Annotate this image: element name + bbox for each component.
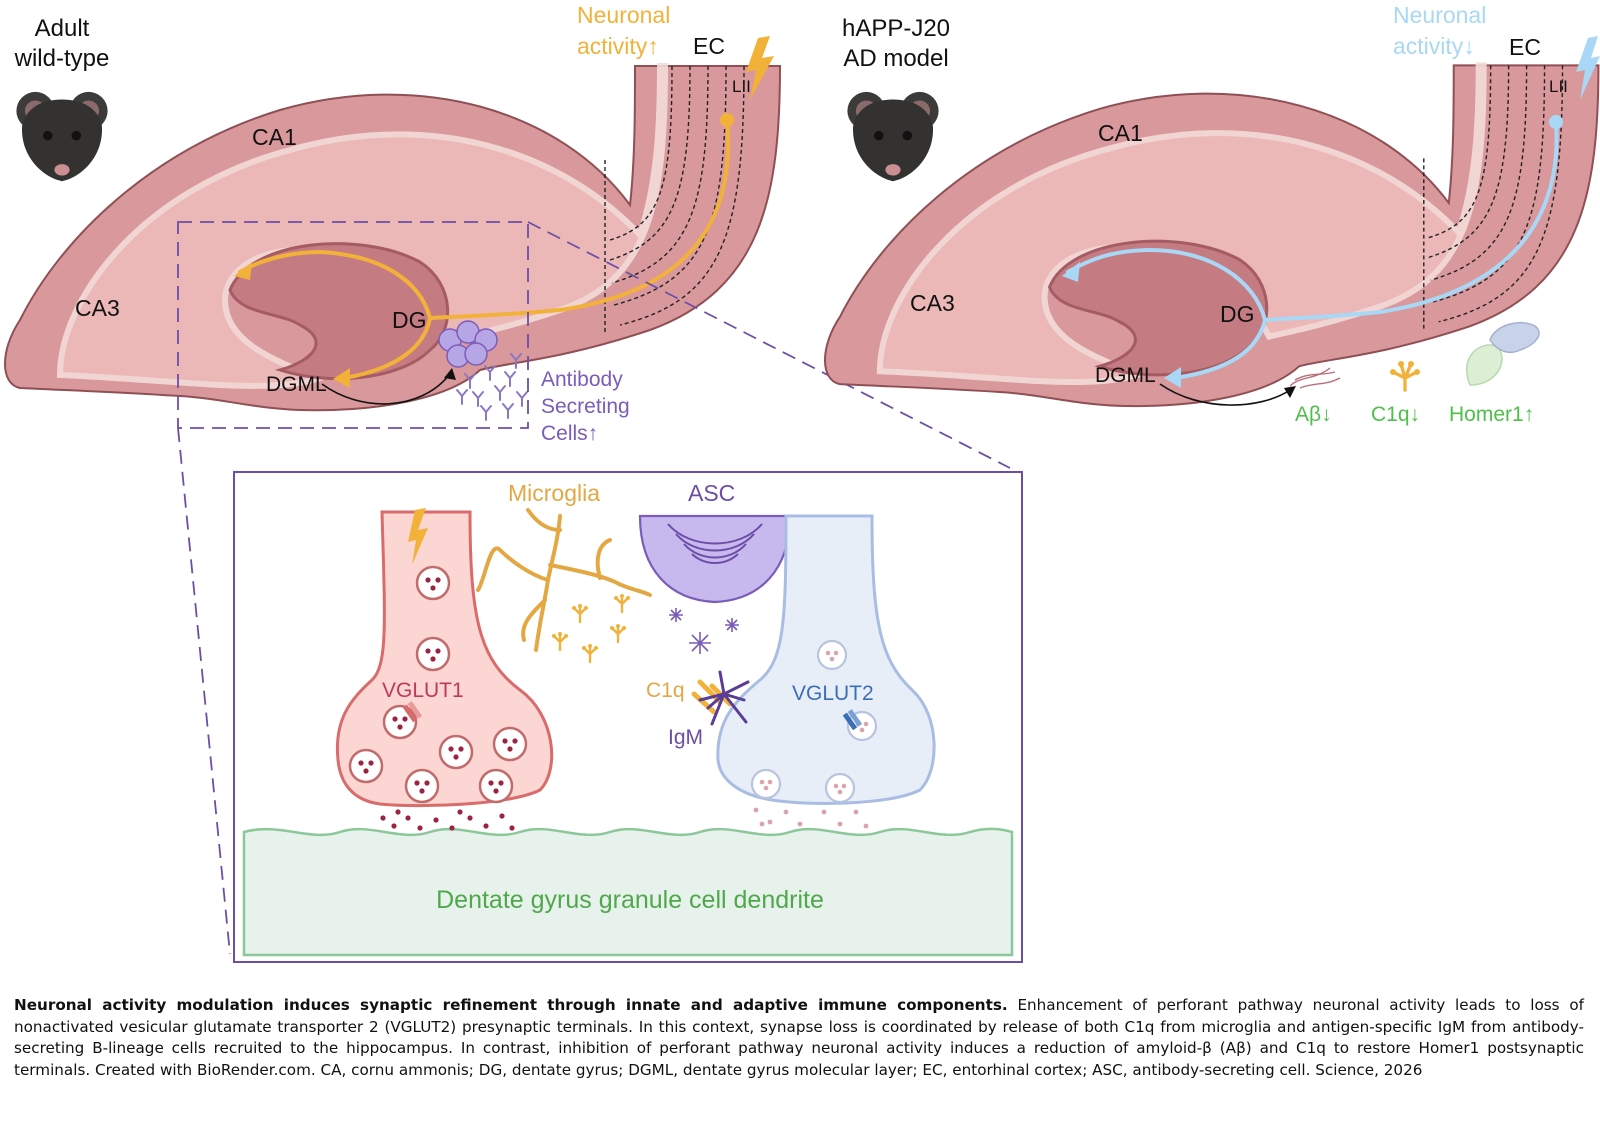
dendrite-shape: [242, 827, 1014, 957]
vglut1-label: VGLUT1: [382, 679, 464, 702]
left-arrowhead-dgml: [333, 368, 350, 388]
c1q-igm-complex-icon: [691, 670, 750, 726]
left-lii-neuron: [720, 113, 734, 127]
caption-body: Enhancement of perforant pathway neurona…: [14, 996, 1584, 1079]
left-ec-label: EC: [693, 33, 725, 59]
right-lii-neuron: [1549, 115, 1563, 129]
right-lightning-icon: [1576, 36, 1600, 100]
inset-lightning-icon: [408, 508, 428, 565]
figure-caption: Neuronal activity modulation induces syn…: [14, 995, 1584, 1081]
left-dgml-arrow: [321, 373, 451, 405]
left-asc-cluster: [438, 320, 498, 368]
left-lightning-icon: [746, 36, 774, 100]
right-arrowhead-dgml: [1164, 367, 1181, 388]
left-perforant-path: [238, 118, 730, 380]
left-ca3-label: CA3: [75, 295, 120, 321]
right-ec-label: EC: [1509, 34, 1541, 60]
left-dgml-arrowhead: [444, 368, 456, 380]
asc-inset-label: ASC: [688, 480, 735, 506]
c1q-inset-label: C1q: [646, 679, 685, 702]
figure-canvas: Adult wild-type Neuronal activity↑ EC LI…: [0, 2, 1600, 963]
right-activity-line1: Neuronal: [1393, 2, 1486, 28]
asc-label-line2: Secreting: [541, 395, 630, 418]
right-activity-line2: activity↓: [1393, 33, 1475, 59]
left-hippocampus: [5, 66, 780, 410]
left-activity-line1: Neuronal: [577, 2, 670, 28]
left-dgml-label: DGML: [266, 373, 327, 396]
right-dg-label: DG: [1220, 301, 1255, 327]
abeta-icon: [1289, 367, 1341, 389]
right-arrowhead-ca3: [1062, 262, 1080, 282]
right-title-line2: AD model: [843, 45, 948, 72]
right-dgml-label: DGML: [1095, 364, 1156, 387]
left-title-line2: wild-type: [14, 45, 110, 72]
right-dgml-arrow: [1159, 383, 1291, 406]
zoom-line-right: [527, 221, 1011, 469]
abeta-label: Aβ↓: [1295, 403, 1332, 426]
right-ca3-label: CA3: [910, 290, 955, 316]
vglut2-label: VGLUT2: [792, 682, 874, 705]
right-dgml-arrowhead: [1284, 386, 1296, 398]
igm-particles: [669, 608, 739, 654]
asc-label-line3: Cells↑: [541, 422, 598, 445]
igm-label: IgM: [668, 726, 703, 749]
vglut1-transporter-icon: [402, 701, 423, 723]
right-perforant-path: [1066, 120, 1559, 380]
inset-panel: Microglia ASC VGLUT1 VGLUT2 C1q IgM Dent…: [233, 471, 1023, 963]
microglia-process: [476, 508, 652, 652]
zoom-line-left: [177, 427, 231, 955]
right-ca1-label: CA1: [1098, 120, 1143, 146]
asc-er-membranes: [667, 523, 763, 564]
left-activity-line2: activity↑: [577, 33, 659, 59]
left-lii-label: LII: [732, 77, 751, 96]
left-title-line1: Adult: [35, 15, 90, 42]
vglut1-released-glutamate: [380, 809, 515, 831]
right-title-line1: hAPP-J20: [842, 15, 950, 42]
vglut2-transporter-icon: [842, 709, 863, 731]
zoom-box: [177, 221, 529, 429]
dendrite-label: Dentate gyrus granule cell dendrite: [436, 886, 824, 914]
left-mouse-icon: [16, 91, 108, 182]
left-ca1-label: CA1: [252, 124, 297, 150]
c1q-icon: [1390, 361, 1420, 392]
homer1-synapse-icon: [1466, 321, 1540, 386]
right-lii-label: LII: [1549, 77, 1568, 96]
microglia-label: Microglia: [508, 480, 600, 506]
left-dg-label: DG: [392, 307, 427, 333]
asc-label-line1: Antibody: [541, 368, 623, 391]
c1q-label: C1q↓: [1371, 403, 1420, 426]
vglut2-released-glutamate: [753, 807, 869, 829]
homer1-label: Homer1↑: [1449, 403, 1534, 426]
right-mouse-icon: [847, 91, 939, 182]
left-arrowhead-ca3: [234, 262, 252, 280]
caption-title: Neuronal activity modulation induces syn…: [14, 996, 1008, 1014]
